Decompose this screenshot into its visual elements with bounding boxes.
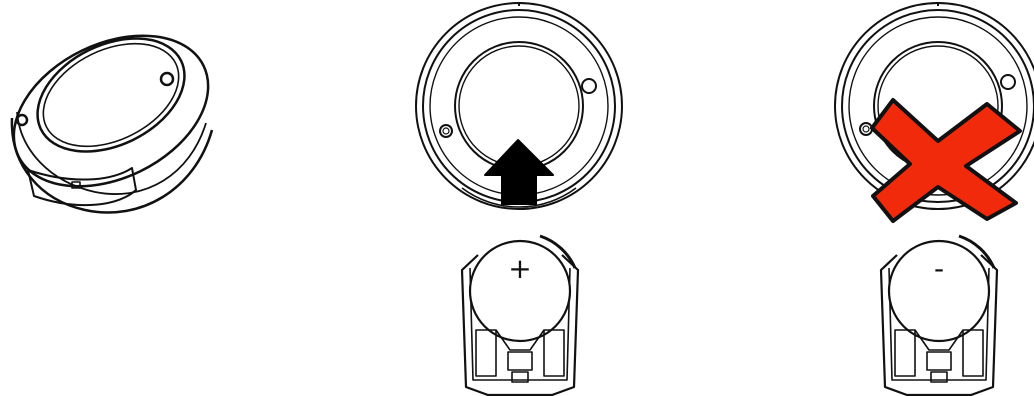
up-arrow-icon	[484, 139, 554, 205]
red-cross-icon	[870, 98, 1022, 223]
battery-holder-icon	[460, 234, 580, 396]
device-perspective-icon	[10, 34, 214, 214]
device-top-view-icon	[415, 2, 623, 210]
battery-holder-icon	[879, 234, 999, 396]
battery-polarity-label: +	[508, 252, 531, 285]
battery-polarity-label: -	[934, 252, 944, 285]
